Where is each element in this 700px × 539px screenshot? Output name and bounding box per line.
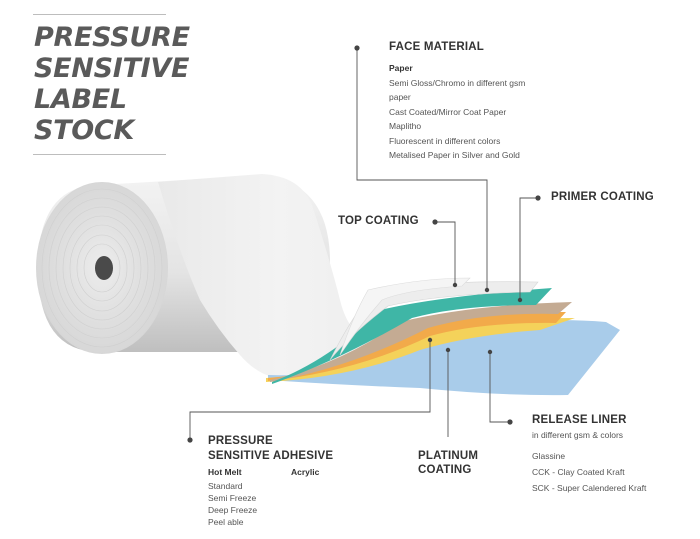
face-material-item: paper: [389, 92, 411, 102]
primer-coating-heading: PRIMER COATING: [551, 191, 654, 203]
adhesive-item: Standard: [208, 481, 243, 491]
diagram-title: PRESSURE SENSITIVE LABEL STOCK: [34, 22, 190, 146]
adhesive-item: Semi Freeze: [208, 493, 257, 503]
face-material-item: Cast Coated/Mirror Coat Paper: [389, 106, 507, 117]
adhesive-item: Peel able: [208, 517, 244, 527]
layer-release-liner: [268, 320, 620, 396]
platinum-coating-heading: PLATINUM COATING: [418, 449, 478, 477]
release-liner-list: Glassine CCK - Clay Coated Kraft SCK - S…: [532, 448, 646, 496]
leader-dot-primer-coating: [535, 195, 541, 201]
roll-core-hole: [95, 256, 113, 280]
leader-primer-coating: [519, 197, 538, 300]
leader-dot-face-material: [354, 45, 360, 51]
adhesive-heading-line: SENSITIVE ADHESIVE: [208, 450, 334, 462]
roll-wraps: [41, 188, 163, 348]
leader-top-coating: [435, 221, 456, 285]
leader-dot-release-liner: [507, 419, 513, 425]
top-coating-heading: TOP COATING: [338, 215, 419, 227]
face-material-item: Metalised Paper in Silver and Gold: [389, 150, 520, 160]
layer-platinum-coating: [266, 318, 575, 382]
leader-dot-release-liner-end: [487, 349, 493, 355]
face-material-item: Fluorescent in different colors: [389, 135, 501, 146]
adhesive-col-hot-melt: Hot Melt: [208, 467, 242, 477]
title-line: SENSITIVE: [34, 53, 190, 84]
title-line: STOCK: [34, 115, 135, 146]
adhesive-list: Standard Semi Freeze Deep Freeze Peel ab…: [208, 480, 257, 528]
unrolled-sheet: [158, 174, 400, 380]
leader-release-liner: [489, 352, 510, 423]
adhesive-col-acrylic: Acrylic: [291, 467, 320, 477]
face-material-item: Paper: [389, 63, 413, 73]
leader-dot-face-material-end: [484, 287, 490, 293]
title-line: PRESSURE: [34, 22, 190, 53]
leader-adhesive: [189, 340, 431, 440]
title-line: LABEL: [34, 84, 127, 115]
leader-dot-primer-coating-end: [517, 297, 523, 303]
platinum-coating-line: COATING: [418, 464, 472, 476]
face-material-list: Paper Semi Gloss/Chromo in different gsm…: [389, 61, 525, 163]
adhesive-heading-line: PRESSURE: [208, 435, 273, 447]
release-liner-subtitle: in different gsm & colors: [532, 430, 624, 440]
leader-dot-adhesive-end: [427, 337, 433, 343]
leader-dot-adhesive: [187, 437, 193, 443]
release-liner-item: Glassine: [532, 451, 566, 461]
title-rule-top: [33, 14, 166, 15]
leader-dot-top-coating: [432, 219, 438, 225]
title-rule-bottom: [33, 154, 166, 155]
release-liner-item: CCK - Clay Coated Kraft: [532, 467, 625, 477]
face-material-item: Maplitho: [389, 121, 422, 131]
layer-adhesive: [270, 302, 572, 382]
face-material-item: Semi Gloss/Chromo in different gsm: [389, 77, 526, 88]
layer-primer-coating: [272, 288, 552, 384]
release-liner-heading: RELEASE LINER: [532, 414, 627, 426]
platinum-coating-line: PLATINUM: [418, 450, 479, 462]
face-material-heading: FACE MATERIAL: [389, 41, 485, 53]
leader-dot-platinum-coating-end: [445, 347, 451, 353]
adhesive-item: Deep Freeze: [208, 505, 258, 515]
leader-dot-top-coating-end: [452, 282, 458, 288]
adhesive-heading: PRESSURE SENSITIVE ADHESIVE: [208, 434, 333, 464]
layer-top-coating: [339, 277, 471, 356]
leader-face-material: [356, 48, 488, 290]
release-liner-item: SCK - Super Calendered Kraft: [532, 483, 647, 493]
